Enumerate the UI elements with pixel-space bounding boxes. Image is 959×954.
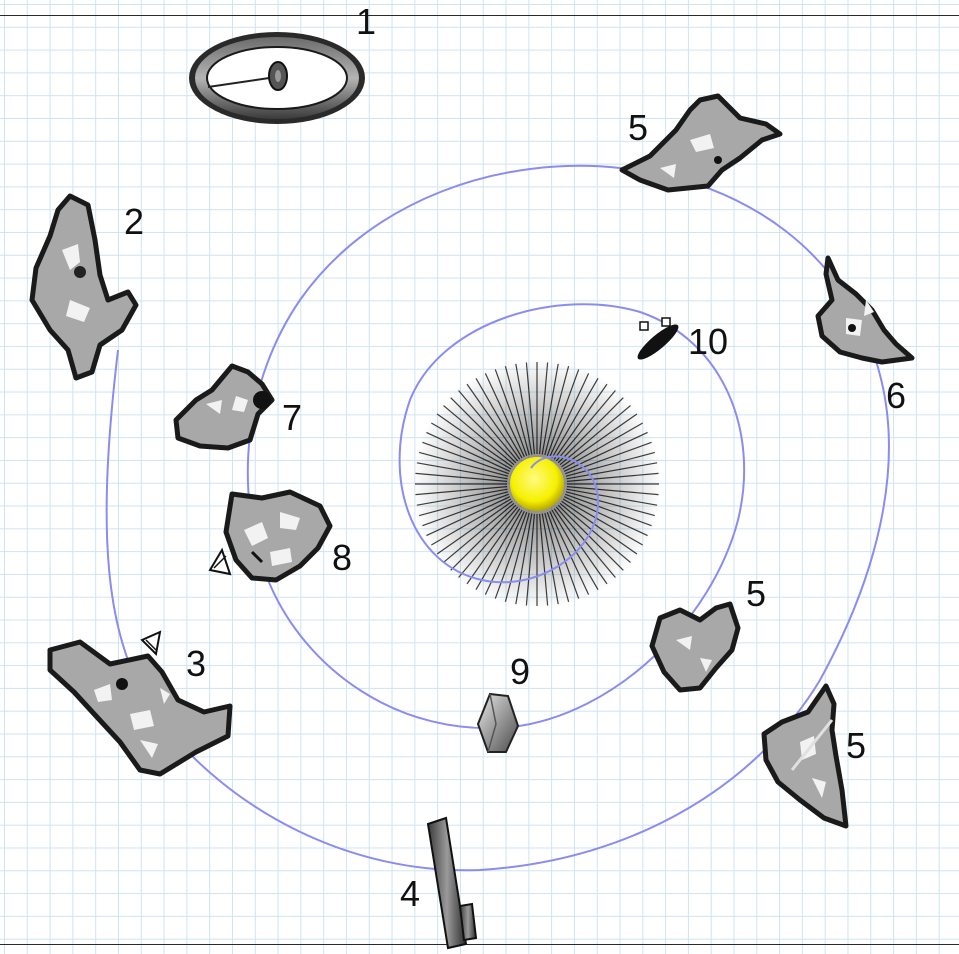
sun-ray [494, 369, 528, 457]
sun-ray [566, 488, 658, 506]
sun-ray [553, 383, 608, 460]
sun-ray [436, 413, 513, 468]
island-5-bottom[interactable] [761, 683, 849, 829]
sun-ray [544, 366, 570, 456]
sun-ray [541, 513, 559, 605]
sun-ray [426, 496, 511, 537]
sun-ray [422, 441, 510, 475]
sun-icon[interactable] [412, 359, 662, 609]
sun-ray [422, 493, 510, 527]
sun-ray [466, 383, 521, 460]
label-island-2: 2 [124, 201, 145, 242]
island-5-mid[interactable] [649, 601, 741, 693]
sun-ray [561, 413, 638, 468]
sun-ray [563, 431, 648, 472]
sun-ray [475, 509, 523, 590]
sun-ray [551, 378, 599, 459]
sun-ray [515, 513, 533, 605]
sun-ray [494, 511, 528, 599]
sun-ray [450, 397, 517, 464]
sun-ray [458, 506, 519, 578]
sun-ray [546, 511, 580, 599]
sun-ray [549, 510, 590, 595]
sun-ray [559, 405, 631, 466]
sun-ray [525, 362, 535, 455]
sun-ray [415, 486, 508, 496]
sun-ray [561, 500, 638, 555]
label-island-5-top: 5 [628, 107, 649, 148]
top-border [0, 15, 959, 16]
sun-ray [564, 493, 652, 527]
airship-icon[interactable] [634, 317, 683, 364]
sun-ray [443, 405, 515, 466]
island-7[interactable] [173, 363, 275, 451]
label-crystal-9: 9 [510, 651, 531, 692]
bottom-border [0, 944, 959, 945]
pillar-tower-icon[interactable] [426, 816, 478, 950]
label-island-7: 7 [282, 397, 303, 438]
island-5-top[interactable] [619, 93, 783, 193]
label-island-5-bottom: 5 [846, 725, 867, 766]
label-tower-4: 4 [400, 873, 421, 914]
sun-ray [458, 390, 519, 462]
sun-ray [475, 378, 523, 459]
label-ship-10: 10 [688, 321, 729, 362]
sun-ray [563, 496, 648, 537]
island-3[interactable] [47, 639, 233, 777]
label-island-8: 8 [332, 537, 353, 578]
sun-ray [443, 502, 515, 563]
sun-ray [557, 397, 624, 464]
sun-ray [544, 512, 570, 602]
sun-ray [539, 513, 549, 606]
label-island-6: 6 [886, 375, 907, 416]
sun-ray [557, 504, 624, 571]
sun-ray [504, 366, 530, 456]
sun-ray [419, 491, 509, 517]
sun-ray [466, 508, 521, 585]
sun-ray [431, 422, 512, 470]
sun-ray [562, 498, 643, 546]
island-6[interactable] [815, 255, 915, 365]
sun-ray [566, 462, 658, 480]
sun-ray [565, 491, 655, 517]
sun-ray [539, 362, 549, 455]
island-8[interactable] [223, 489, 333, 583]
ring-portal-icon[interactable] [189, 32, 365, 124]
sun-ray [504, 512, 530, 602]
sun-ray [555, 506, 616, 578]
crystal-icon[interactable] [476, 692, 520, 753]
sun-ray [566, 472, 659, 482]
sun-ray [566, 486, 659, 496]
sun-ray [419, 451, 509, 477]
sun-ray [549, 373, 590, 458]
sun-ray [555, 390, 616, 462]
sun-ray [541, 363, 559, 455]
sun-ray [515, 363, 533, 455]
triangle-marker-icon[interactable] [140, 630, 162, 657]
sun-ray [525, 513, 535, 606]
label-island-5-mid: 5 [746, 573, 767, 614]
island-2[interactable] [29, 193, 139, 381]
sun-ray [426, 431, 511, 472]
sun-ray [450, 504, 517, 571]
sun-ray [416, 462, 508, 480]
sun-ray [564, 441, 652, 475]
sun-ray [431, 498, 512, 546]
sun-ray [546, 369, 580, 457]
label-island-3: 3 [186, 643, 207, 684]
label-portal: 1 [356, 1, 377, 42]
sun-ray [565, 451, 655, 477]
sun-ray [559, 502, 631, 563]
sun-ray [436, 500, 513, 555]
sun-ray [551, 509, 599, 590]
sun-ray [416, 488, 508, 506]
sun-ray [415, 472, 508, 482]
sun-ray [484, 373, 525, 458]
triangle-marker-icon[interactable] [208, 547, 232, 576]
